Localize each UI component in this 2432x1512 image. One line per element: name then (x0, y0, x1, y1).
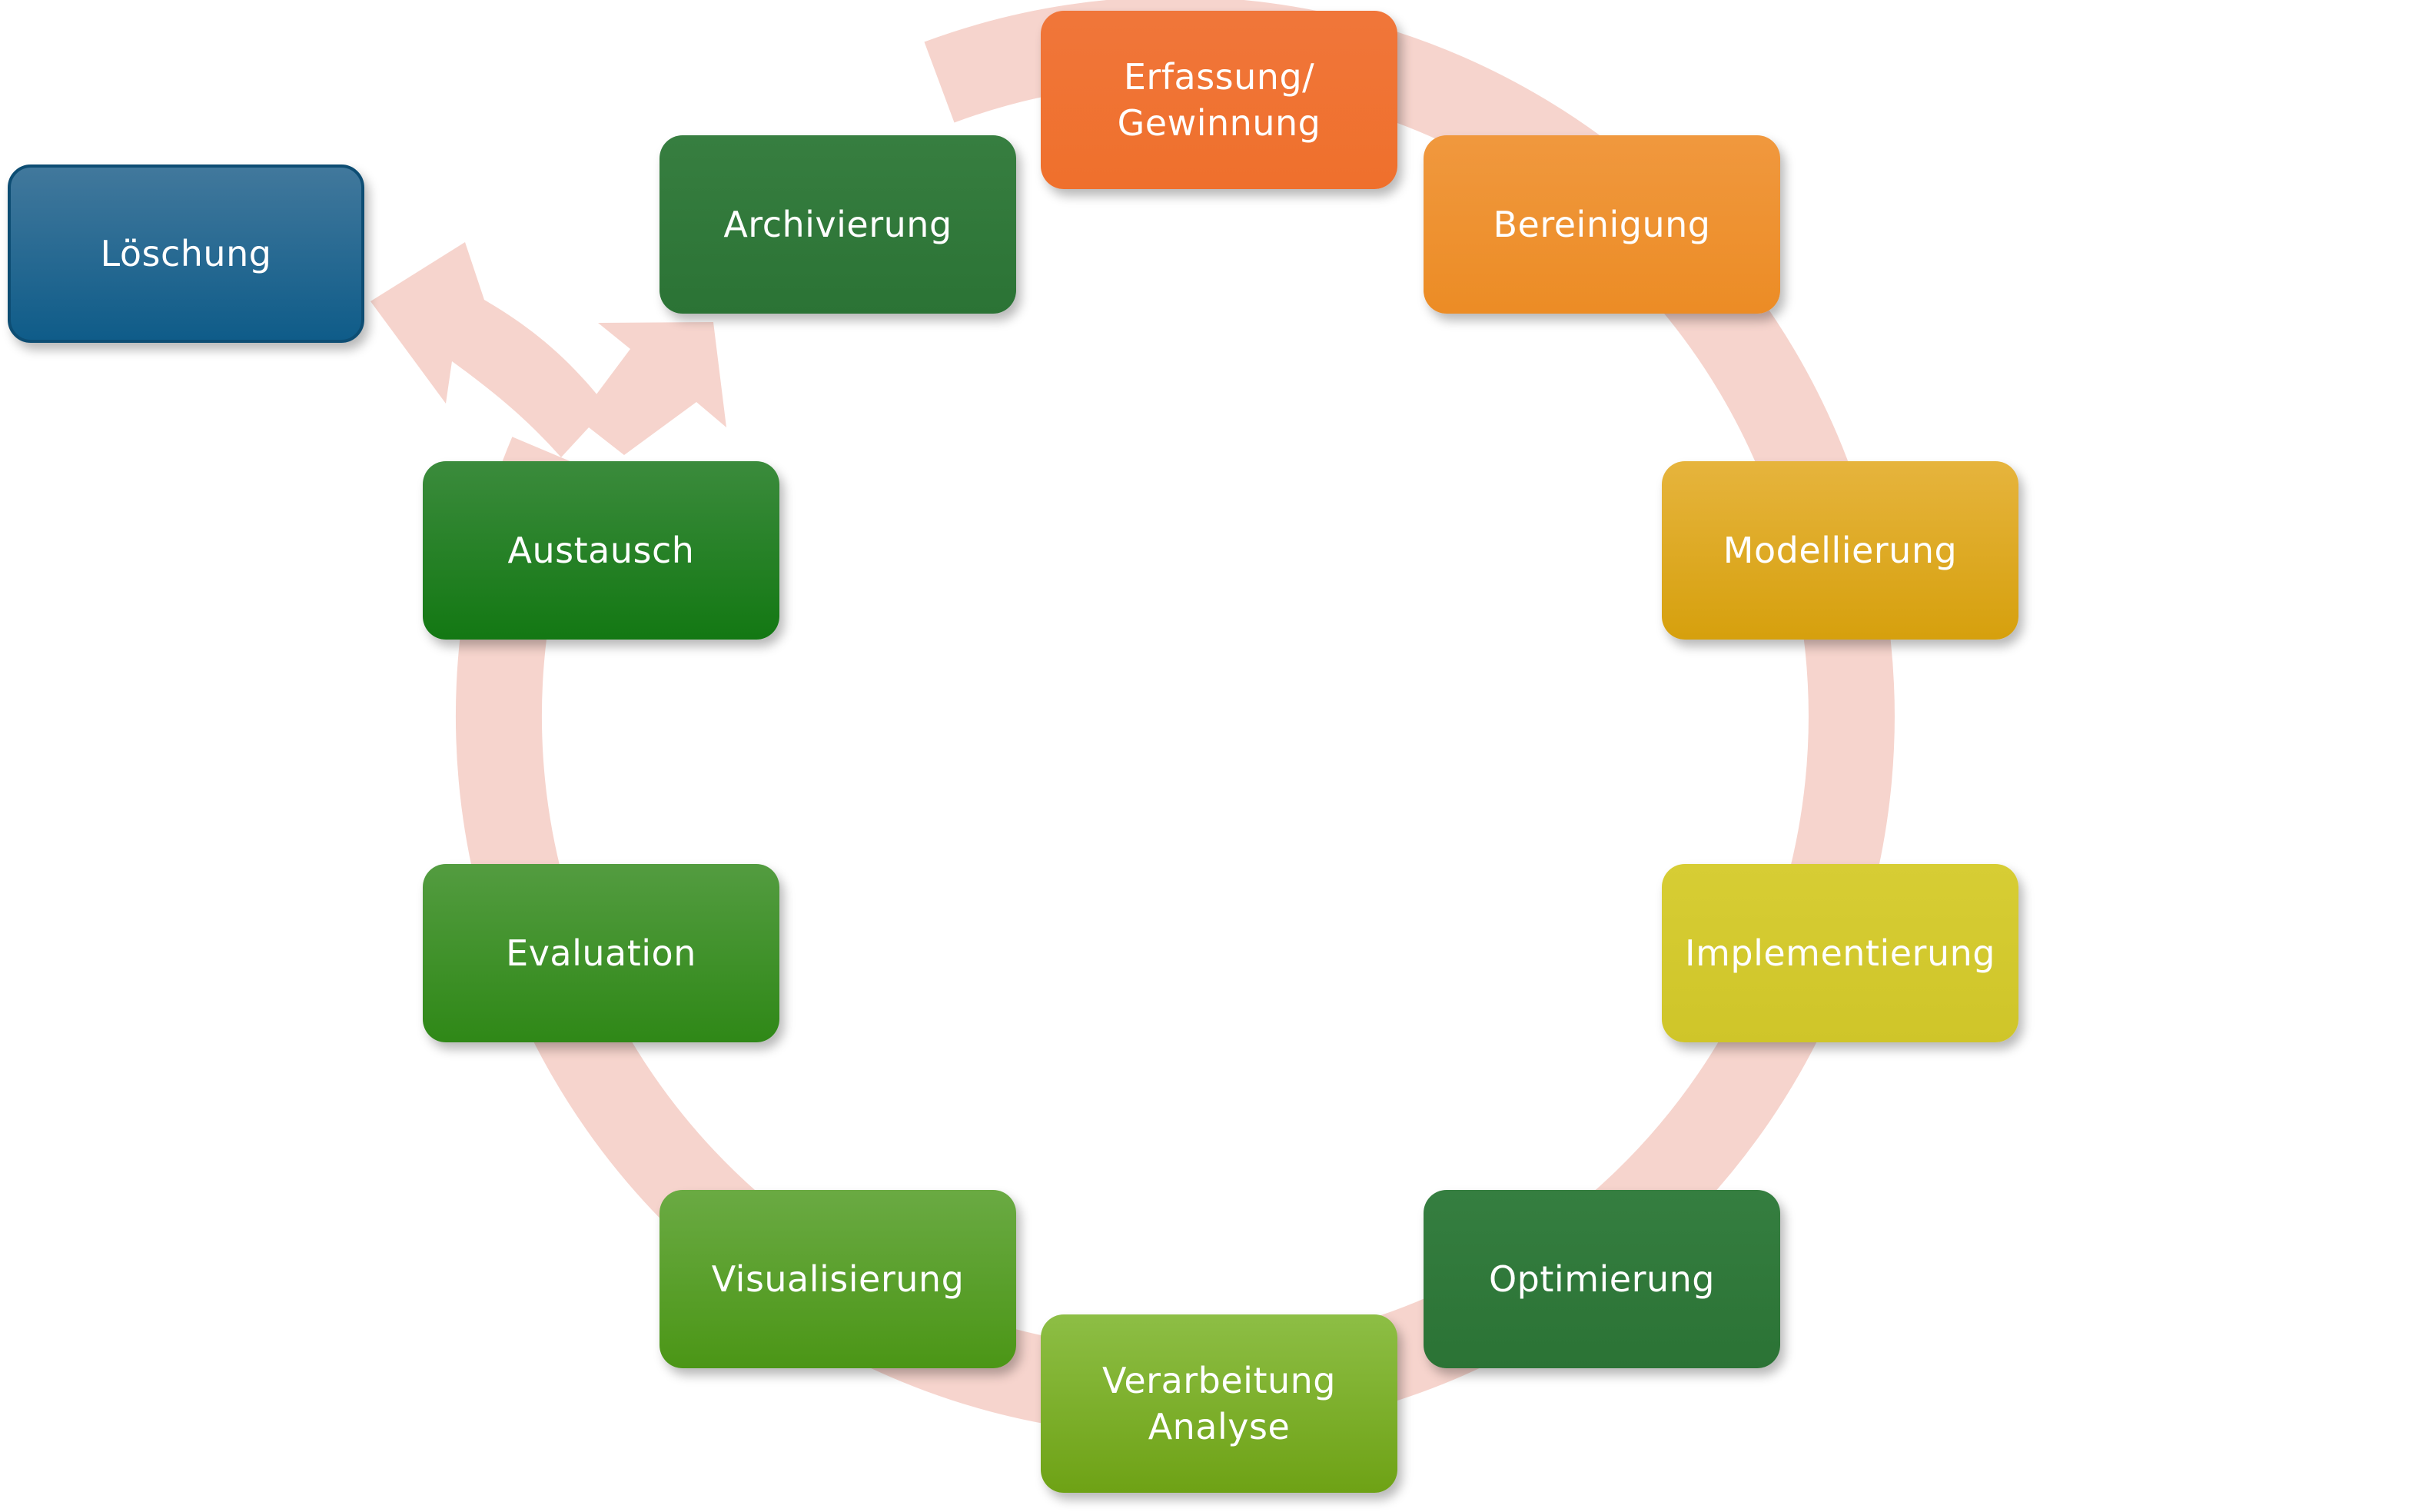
stage-loeschung[interactable]: Löschung (8, 164, 364, 343)
stage-implementierung[interactable]: Implementierung (1662, 864, 2018, 1042)
stage-label: Austausch (507, 530, 695, 571)
arrow-to-archivierung (578, 322, 726, 455)
stage-archivierung[interactable]: Archivierung (659, 135, 1016, 314)
arrow-to-loeschung (370, 242, 607, 457)
stage-evaluation[interactable]: Evaluation (423, 864, 779, 1042)
stage-erfassung[interactable]: Erfassung/ Gewinnung (1041, 11, 1397, 189)
stage-verarbeitung-analyse[interactable]: Verarbeitung Analyse (1041, 1314, 1397, 1493)
stage-label: Modellierung (1723, 530, 1958, 571)
stage-label: Optimierung (1488, 1258, 1716, 1300)
stage-visualisierung[interactable]: Visualisierung (659, 1190, 1016, 1368)
stage-label: Erfassung/ Gewinnung (1117, 56, 1321, 144)
stage-optimierung[interactable]: Optimierung (1424, 1190, 1780, 1368)
stage-label: Verarbeitung Analyse (1101, 1360, 1337, 1447)
stage-label: Löschung (100, 233, 272, 274)
stage-bereinigung[interactable]: Bereinigung (1424, 135, 1780, 314)
stage-modellierung[interactable]: Modellierung (1662, 461, 2018, 640)
stage-austausch[interactable]: Austausch (423, 461, 779, 640)
stage-label: Archivierung (723, 204, 952, 245)
stage-label: Implementierung (1685, 932, 1995, 974)
stage-label: Visualisierung (711, 1258, 965, 1300)
stage-label: Evaluation (506, 932, 696, 974)
stage-label: Bereinigung (1493, 204, 1711, 245)
